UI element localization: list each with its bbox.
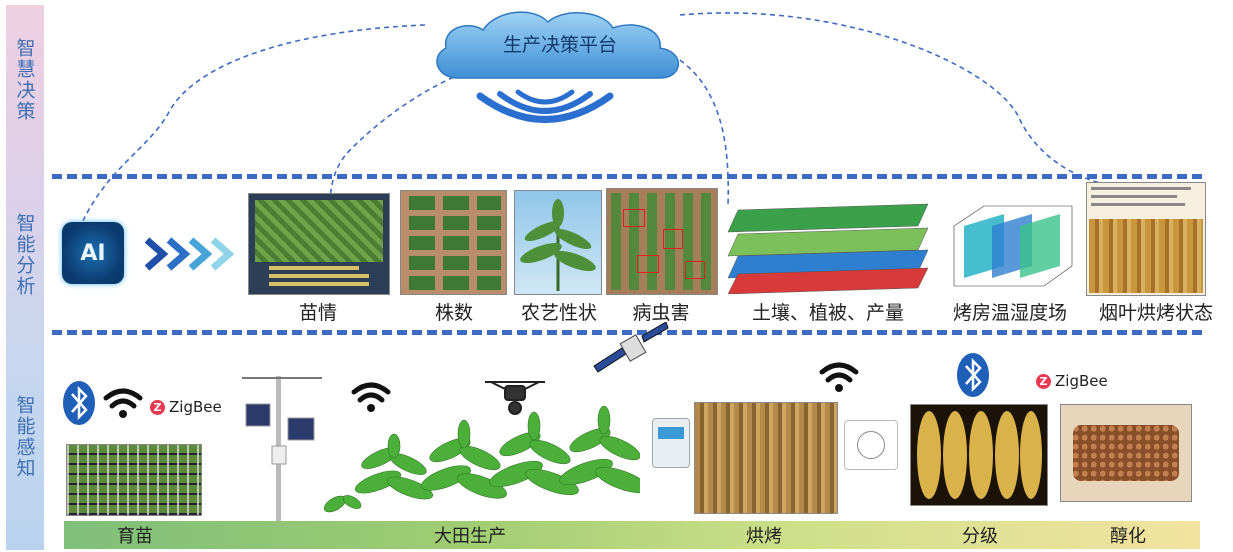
wifi-icon <box>819 362 859 392</box>
zigbee-label-1: ZigBee <box>169 398 222 416</box>
stage-field: 大田生产 <box>434 526 506 547</box>
link-seedling <box>329 69 471 206</box>
gauge-device-icon <box>844 420 898 470</box>
layer-label-decision: 智慧决策 <box>13 38 36 122</box>
caption-plant-count: 株数 <box>434 302 474 324</box>
leaves-icon <box>917 411 1042 499</box>
barn-field-image <box>953 205 1073 287</box>
wifi-icon <box>351 382 391 412</box>
caption-leaf-state: 烟叶烘烤状态 <box>1098 302 1214 324</box>
seedling-tray-image <box>66 444 202 516</box>
plant-icon <box>520 199 596 291</box>
ai-icon: AI <box>62 222 124 284</box>
drone-icon <box>485 381 545 415</box>
stage-curing: 烘烤 <box>746 526 782 547</box>
layer-label-analysis: 智能分析 <box>13 213 36 297</box>
bluetooth-icon <box>63 381 95 425</box>
link-pest <box>679 59 730 206</box>
stage-grading: 分级 <box>962 526 998 547</box>
aging-image <box>1060 404 1192 502</box>
bluetooth-icon <box>957 353 989 397</box>
satellite-icon <box>593 322 669 373</box>
agronomic-image <box>514 190 602 295</box>
caption-soil: 土壤、植被、产量 <box>751 302 905 324</box>
ai-label: AI <box>80 240 106 266</box>
stage-aging: 醇化 <box>1110 526 1146 547</box>
zigbee-icon: Z <box>1036 373 1051 389</box>
cloud-label: 生产决策平台 <box>502 34 617 56</box>
zigbee-badge-1: Z ZigBee <box>150 398 222 416</box>
cloud-icon <box>436 11 680 79</box>
sensor-device-icon <box>652 418 690 468</box>
separator-bottom <box>52 330 1202 335</box>
soil-layers-image <box>727 203 929 294</box>
caption-pest: 病虫害 <box>632 302 690 324</box>
separator-top <box>52 174 1202 179</box>
caption-agronomic: 农艺性状 <box>520 302 598 324</box>
link-leaf <box>679 12 1111 186</box>
layer-label-perception: 智能感知 <box>13 395 36 479</box>
chevron-arrows-icon <box>144 237 235 271</box>
seedling-image <box>248 193 390 295</box>
curing-image <box>694 402 838 514</box>
wifi-icon <box>103 388 143 418</box>
tobacco-growth-illustration <box>323 405 640 513</box>
grading-image <box>910 404 1048 506</box>
caption-seedling: 苗情 <box>298 302 338 324</box>
zigbee-icon: Z <box>150 399 165 415</box>
zigbee-label-2: ZigBee <box>1055 372 1108 390</box>
pest-image <box>606 188 718 295</box>
zigbee-badge-2: Z ZigBee <box>1036 372 1108 390</box>
weather-station-icon <box>242 376 322 526</box>
leaf-state-image <box>1086 182 1206 296</box>
plant-count-image <box>400 190 507 295</box>
signal-icon <box>476 89 614 123</box>
link-ai <box>74 24 426 241</box>
layer-band <box>6 5 44 550</box>
stage-seedling: 育苗 <box>117 526 153 547</box>
stage-bar <box>64 521 1200 549</box>
caption-barn-field: 烤房温湿度场 <box>952 302 1068 324</box>
